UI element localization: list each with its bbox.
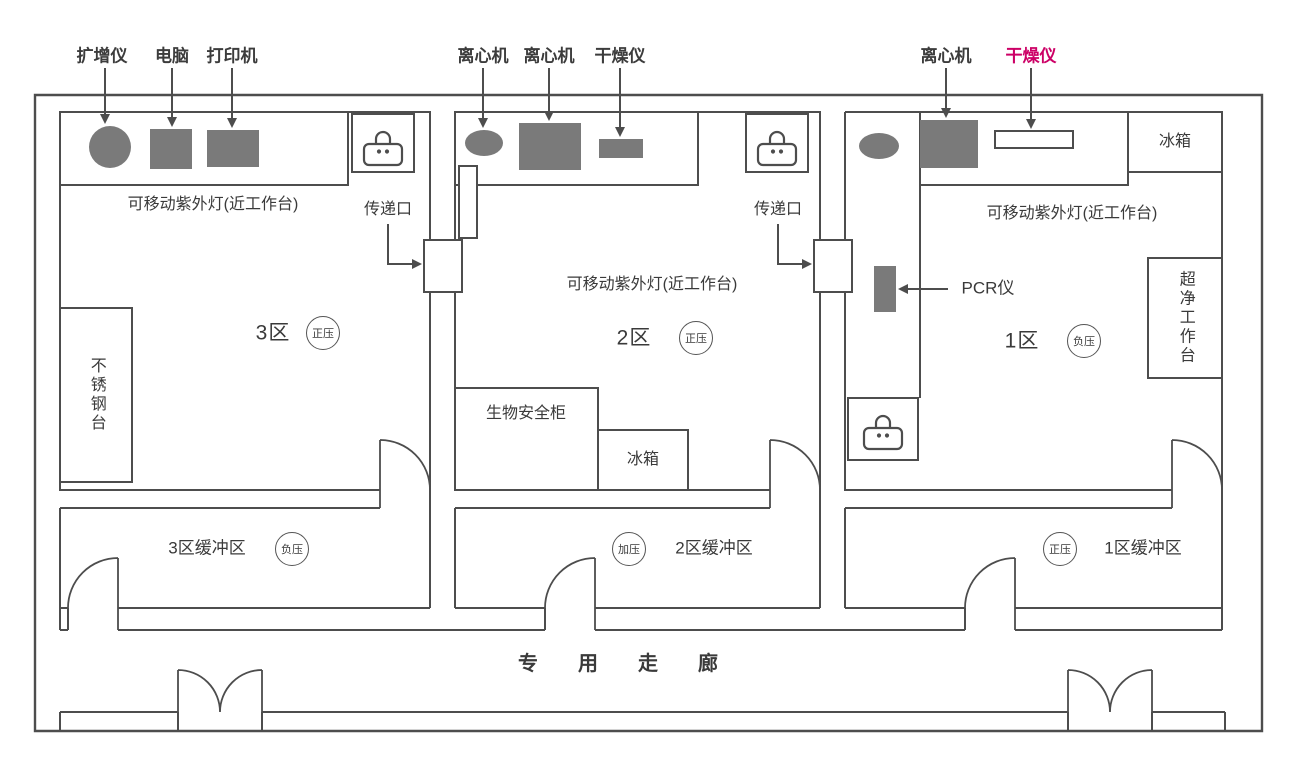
uv-note-zone2: 可移动紫外灯(近工作台) <box>566 276 738 294</box>
zone3-name: 3区 <box>255 321 291 345</box>
dryer-mid-shape <box>599 139 643 158</box>
dryer-right-label: 干燥仪 <box>1005 46 1057 66</box>
dryer-right-shape <box>994 130 1074 149</box>
zone1-name: 1区 <box>1004 329 1040 353</box>
steel-table-label: 不锈钢台 <box>87 357 105 433</box>
buffer1-label: 1区缓冲区 <box>1104 538 1182 558</box>
centrifuge-a-shape <box>465 130 503 156</box>
pcr-machine-shape <box>874 266 896 312</box>
pass-window-box-right <box>813 239 853 293</box>
pass-window-label-right: 传递口 <box>753 201 803 219</box>
zone1-pressure-badge: 负压 <box>1067 324 1101 358</box>
biosafety-cabinet-label: 生物安全柜 <box>485 405 567 423</box>
buffer2-label: 2区缓冲区 <box>675 538 753 558</box>
buffer1-pressure-badge: 正压 <box>1043 532 1077 566</box>
dryer-mid-label: 干燥仪 <box>594 46 646 66</box>
centrifuge-c-shape <box>920 120 978 168</box>
steel-table-zone3 <box>59 307 133 483</box>
buffer3-pressure-badge: 负压 <box>275 532 309 566</box>
pcr-machine-label: PCR仪 <box>961 278 1015 298</box>
outer-wall <box>33 93 1264 733</box>
printer-shape <box>207 130 259 167</box>
uv-lamp-stand-zone2 <box>458 165 478 239</box>
zone3-pressure-badge: 正压 <box>306 316 340 350</box>
centrifuge-b-shape <box>519 123 581 170</box>
uv-note-zone3: 可移动紫外灯(近工作台) <box>127 196 299 214</box>
fridge-label-zone2: 冰箱 <box>626 451 660 469</box>
printer-label: 打印机 <box>206 46 258 66</box>
fridge-label-zone1: 冰箱 <box>1158 133 1192 151</box>
clean-bench-box-zone1 <box>1147 257 1223 379</box>
zone2-pressure-badge: 正压 <box>679 321 713 355</box>
centrifuge-b-label: 离心机 <box>523 46 575 66</box>
fridge-box-zone2 <box>597 429 689 491</box>
biosafety-cabinet-box <box>454 387 599 491</box>
computer-shape <box>150 129 192 169</box>
amplifier-label: 扩增仪 <box>76 46 128 66</box>
door-swings <box>67 439 1223 713</box>
buffer3-label: 3区缓冲区 <box>168 538 246 558</box>
amplifier-shape <box>89 126 131 168</box>
centrifuge-a-label: 离心机 <box>457 46 509 66</box>
zone2-name: 2区 <box>616 326 652 350</box>
fridge-box-zone1 <box>1127 111 1223 173</box>
pass-window-label-left: 传递口 <box>363 201 413 219</box>
computer-label: 电脑 <box>155 46 189 66</box>
uv-note-zone1: 可移动紫外灯(近工作台) <box>986 205 1158 223</box>
buffer2-pressure-badge: 加压 <box>612 532 646 566</box>
centrifuge-anteroom-shape <box>859 133 899 159</box>
centrifuge-c-label: 离心机 <box>920 46 972 66</box>
pass-window-box-left <box>423 239 463 293</box>
corridor-label: 专用走廊 <box>518 653 758 675</box>
clean-bench-label: 超净工作台 <box>1176 270 1194 366</box>
label-arrows <box>100 68 1036 294</box>
